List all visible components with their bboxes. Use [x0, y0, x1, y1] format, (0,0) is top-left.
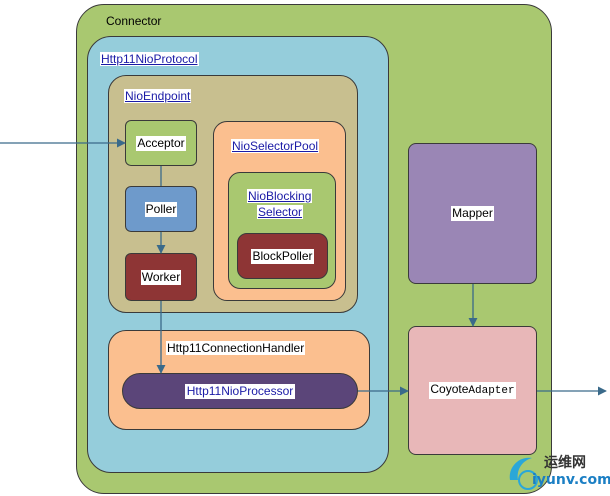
connector-label: Connector	[106, 14, 162, 28]
mapper-label: Mapper	[451, 206, 494, 221]
coyoteadapter-label-part1: Coyote	[430, 382, 469, 396]
coyoteadapter-label: CoyoteAdapter	[429, 382, 516, 399]
watermark-logo-icon	[509, 457, 538, 490]
mapper-node: Mapper	[408, 143, 537, 284]
nioblockingselector-label-line2[interactable]: Selector	[257, 205, 304, 219]
worker-node: Worker	[125, 253, 197, 301]
http11nioprotocol-label[interactable]: Http11NioProtocol	[100, 52, 199, 66]
nioendpoint-label[interactable]: NioEndpoint	[124, 89, 192, 103]
nioselectorpool-label[interactable]: NioSelectorPool	[231, 139, 320, 153]
blockpoller-label: BlockPoller	[251, 248, 314, 264]
http11nioprocessor-label: Http11NioProcessor	[184, 383, 296, 399]
watermark-cn-text: 运维网	[544, 455, 586, 471]
http11nioprocessor-node: Http11NioProcessor	[122, 373, 358, 409]
watermark-url-text: iyunv.com	[532, 472, 610, 488]
poller-node: Poller	[125, 186, 197, 232]
nioblockingselector-label-line1[interactable]: NioBlocking	[247, 189, 313, 203]
poller-label: Poller	[144, 201, 178, 217]
coyoteadapter-label-part2: Adapter	[468, 385, 515, 397]
blockpoller-node: BlockPoller	[237, 233, 328, 279]
worker-label: Worker	[140, 269, 182, 285]
coyoteadapter-node: CoyoteAdapter	[408, 326, 537, 455]
acceptor-node: Acceptor	[125, 120, 197, 166]
http11connectionhandler-label: Http11ConnectionHandler	[166, 341, 306, 355]
watermark: 运维网 iyunv.com	[504, 448, 610, 496]
acceptor-label: Acceptor	[136, 135, 186, 151]
